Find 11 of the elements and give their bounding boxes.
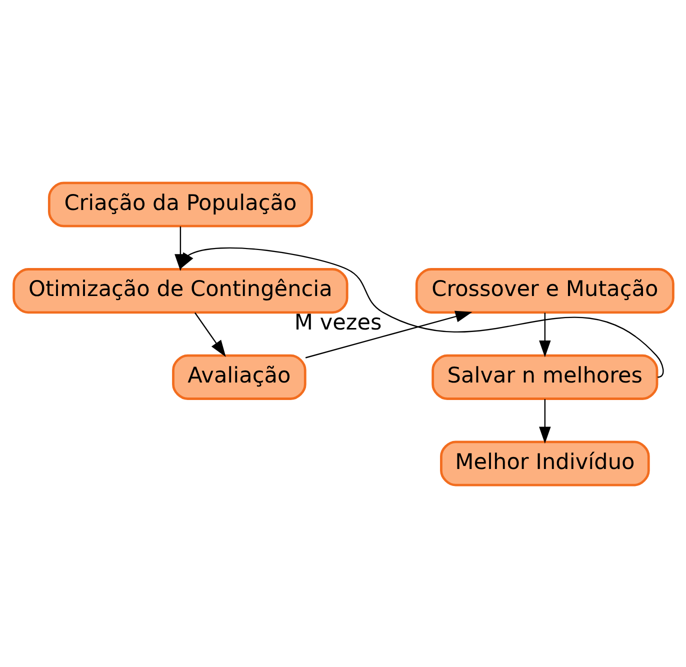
node-box: Criação da População — [47, 181, 312, 227]
node-box: Avaliação — [172, 354, 306, 400]
arrow — [194, 312, 226, 356]
arrow — [304, 310, 472, 358]
arrow — [179, 246, 664, 378]
node-box: Otimização de Contingência — [12, 268, 348, 314]
node-box: Salvar n melhores — [431, 354, 658, 400]
node-box: Melhor Indivíduo — [440, 440, 650, 486]
node-box: Crossover e Mutação — [414, 268, 674, 314]
arrow — [538, 398, 550, 444]
arrow — [538, 312, 550, 357]
